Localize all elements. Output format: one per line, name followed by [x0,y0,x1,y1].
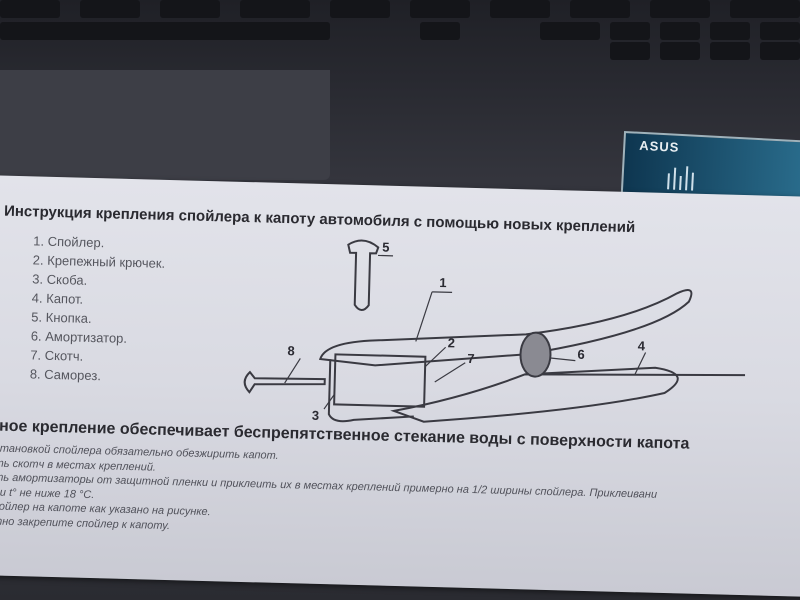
document-title: Инструкция крепления спойлера к капоту а… [3,202,636,237]
diagram-label-8: 8 [287,343,295,358]
diagram-label-1: 1 [439,275,447,290]
legend-item: 8. Саморез. [29,366,102,384]
installation-steps: установкой спойлера обязательно обезжири… [0,441,658,545]
asus-sticker: ASUS [620,130,800,216]
diagram-label-5: 5 [382,240,390,255]
spoiler-shape [318,289,693,367]
screw-shape [243,370,326,394]
bracket-shape [333,353,427,408]
button-shape [347,239,380,312]
damper-shape [519,331,552,378]
hood-shape [390,366,679,423]
keyboard [0,0,800,60]
touchpad [0,70,330,180]
instruction-sheet: Инструкция крепления спойлера к капоту а… [0,175,800,598]
diagram-label-2: 2 [448,335,456,350]
parts-legend: 1. Спойлер. 2. Крепежный крючек. 3. Скоб… [30,231,166,386]
diagram-label-6: 6 [577,347,585,362]
spoiler-mounting-diagram: 1 2 3 4 5 6 7 8 [243,239,746,423]
diagram-label-7: 7 [467,351,475,366]
diagram-label-4: 4 [638,338,646,353]
sonicmaster-logo-icon [667,166,694,191]
sticker-brand: ASUS [638,137,680,155]
diagram-label-3: 3 [312,408,320,423]
